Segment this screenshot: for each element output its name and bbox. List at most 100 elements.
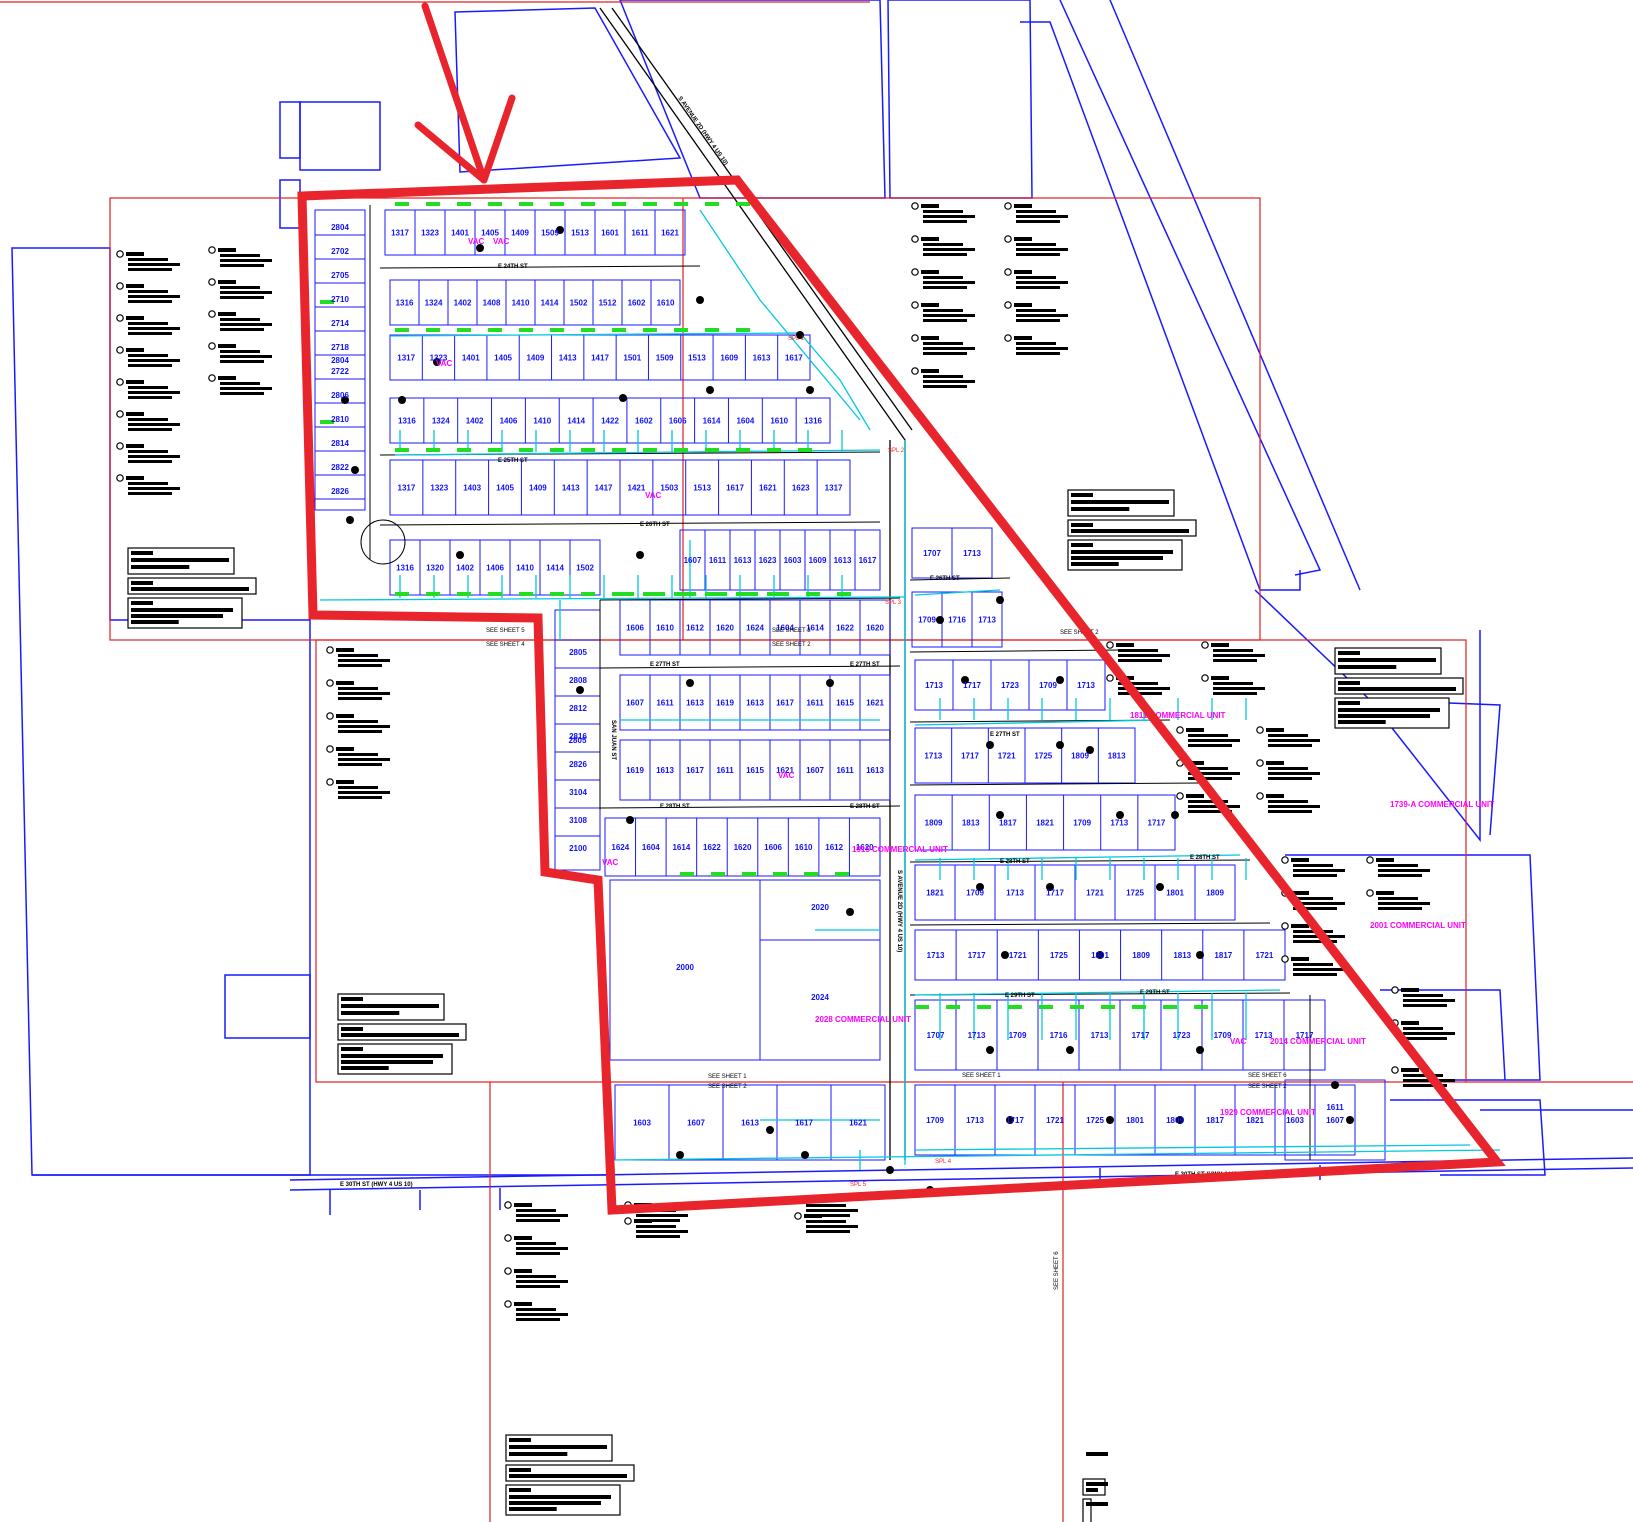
callout-text <box>1016 276 1056 279</box>
fiber-route <box>319 209 1501 1170</box>
drop-marker <box>744 592 758 596</box>
handhole-icon <box>1116 811 1124 819</box>
street-label: S AVENUE 2D (HWY 4 US 10) <box>676 96 728 167</box>
lot-number: 1405 <box>496 484 514 493</box>
callout-text <box>921 303 939 307</box>
lot-number: 1801 <box>1166 889 1184 898</box>
street-line <box>599 805 901 809</box>
handhole-icon <box>1046 883 1054 891</box>
lot-number: 1603 <box>1286 1116 1304 1125</box>
lot-number: 1613 <box>656 766 674 775</box>
note-box <box>337 993 445 1021</box>
lot-number: 1610 <box>657 299 675 308</box>
lot-number: 1607 <box>806 766 824 775</box>
handhole-icon <box>826 679 834 687</box>
callout-marker <box>116 474 124 482</box>
lot-number: 1609 <box>720 354 738 363</box>
drop-marker <box>395 592 409 596</box>
callout-marker <box>1391 986 1399 994</box>
callout-text <box>1401 1021 1419 1025</box>
callout-text <box>516 1247 568 1250</box>
lot-number: 1409 <box>529 484 547 493</box>
commercial-label: 1811 COMMERCIAL UNIT <box>1130 711 1226 720</box>
callout-marker <box>504 1300 512 1308</box>
lot-number: 1709 <box>1039 681 1057 690</box>
lot-number: 1707 <box>923 549 941 558</box>
callout-text <box>126 412 144 416</box>
callout-text <box>128 364 172 367</box>
handhole-icon <box>1056 676 1064 684</box>
callout-text <box>1016 220 1060 223</box>
drop-marker <box>612 448 626 452</box>
callout-text <box>921 369 939 373</box>
callout-text <box>806 1204 846 1207</box>
callout-text <box>1378 907 1422 910</box>
drop-marker <box>946 1005 960 1009</box>
callout-text <box>921 204 939 208</box>
drop-marker <box>806 592 820 596</box>
callout-text <box>1268 744 1312 747</box>
lot-number: 2805 <box>569 648 587 657</box>
callout-text <box>1376 891 1394 895</box>
street-line <box>909 922 1271 926</box>
sheet-ref: SEE SHEET 2 <box>772 642 811 648</box>
callout-text <box>220 264 264 267</box>
callout-text <box>923 210 963 213</box>
callout-text <box>218 312 236 316</box>
lot-number: 1612 <box>825 843 843 852</box>
handhole-icon <box>1171 811 1179 819</box>
callout-marker <box>1366 889 1374 897</box>
lot-number: 1401 <box>451 229 469 238</box>
note-box <box>127 577 257 595</box>
lot-number: 1801 <box>1126 1116 1144 1125</box>
lot-number: 1615 <box>746 766 764 775</box>
lot-number: 1503 <box>660 484 678 493</box>
callout-marker <box>1256 792 1264 800</box>
fiber-segment <box>699 209 861 421</box>
note-box <box>337 1023 467 1041</box>
block-outline <box>389 397 831 444</box>
lot-number: 1709 <box>1073 819 1091 828</box>
drop-marker <box>395 328 409 332</box>
street-line <box>599 665 901 669</box>
note-box <box>337 1043 453 1075</box>
callout-text <box>1014 303 1032 307</box>
splice-label: SPL 3 <box>885 600 902 606</box>
note-box <box>1086 1452 1108 1456</box>
callout-text <box>220 296 264 299</box>
handhole-icon <box>346 516 354 524</box>
drop-marker <box>643 328 657 332</box>
handhole-icon <box>556 226 564 234</box>
callout-text <box>1403 994 1443 997</box>
drop-marker <box>488 328 502 332</box>
callout-text <box>806 1209 858 1212</box>
callout-text <box>923 281 975 284</box>
street-label: E 26TH ST <box>640 522 670 528</box>
callout-text <box>1268 810 1312 813</box>
handhole-icon <box>1086 746 1094 754</box>
callout-text <box>1403 1074 1443 1077</box>
lot-number: 1422 <box>601 417 619 426</box>
callout-marker <box>1004 334 1012 342</box>
drop-marker <box>713 592 727 596</box>
callout-text <box>338 692 390 695</box>
lot-number: 1613 <box>753 354 771 363</box>
drop-marker <box>519 328 533 332</box>
callout-marker <box>1176 726 1184 734</box>
street-line <box>379 521 881 526</box>
callout-marker <box>326 712 334 720</box>
lot-number: 1725 <box>1086 1116 1104 1125</box>
callout-text <box>1211 643 1229 647</box>
callout-text <box>128 386 168 389</box>
lot-number: 1610 <box>770 417 788 426</box>
drop-marker <box>1194 1005 1208 1009</box>
callout-text <box>1016 347 1068 350</box>
callout-text <box>220 318 260 321</box>
street-label: SAN JUAN ST <box>610 720 616 760</box>
callout-text <box>128 290 168 293</box>
lot-number: 1709 <box>1009 1031 1027 1040</box>
callout-marker <box>116 282 124 290</box>
drop-marker <box>767 592 781 596</box>
callout-marker <box>208 374 216 382</box>
